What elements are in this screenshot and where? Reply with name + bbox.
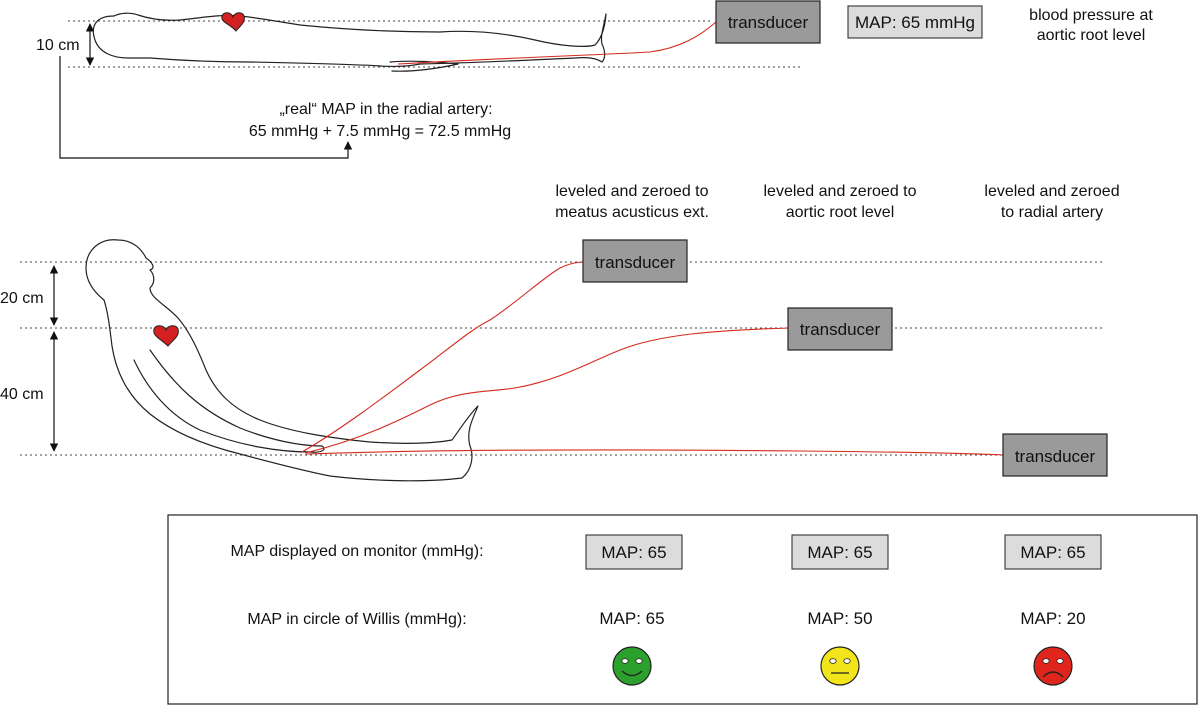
sad-face-icon bbox=[1033, 646, 1073, 686]
top-monitor-box bbox=[847, 5, 983, 39]
monitor-box-meatus bbox=[585, 534, 683, 570]
real-map-line2: 65 mmHg + 7.5 mmHg = 72.5 mmHg bbox=[249, 123, 511, 140]
monitor-box-aortic bbox=[791, 534, 889, 570]
tubing-radial bbox=[305, 449, 1004, 456]
heart-icon bbox=[153, 325, 179, 347]
real-map-bracket-arrow bbox=[59, 56, 353, 159]
sitting-patient-outline bbox=[85, 239, 479, 482]
monitor-value-meatus: MAP: 65 bbox=[601, 543, 666, 562]
top-monitor-value: MAP: 65 mmHg bbox=[855, 13, 975, 32]
column-heading-meatus-line1: leveled and zeroed to bbox=[556, 183, 709, 200]
top-height-label: 10 cm bbox=[36, 37, 80, 54]
top-scene: 10 cm transducer MAP: 65 mmHg blood pres… bbox=[36, 0, 1153, 159]
neutral-face-icon bbox=[820, 646, 860, 686]
transducer-meatus-box bbox=[582, 239, 688, 283]
top-note-line2: aortic root level bbox=[1037, 27, 1146, 44]
top-transducer-box bbox=[715, 0, 821, 44]
row-label-monitor: MAP displayed on monitor (mmHg): bbox=[230, 543, 483, 560]
column-heading-meatus-line2: meatus acusticus ext. bbox=[555, 204, 709, 221]
transducer-radial-box bbox=[1002, 433, 1108, 477]
monitor-value-aortic: MAP: 65 bbox=[807, 543, 872, 562]
willis-value-radial: MAP: 20 bbox=[1020, 609, 1085, 628]
heart-icon bbox=[221, 12, 245, 32]
results-table: MAP displayed on monitor (mmHg): MAP in … bbox=[167, 514, 1198, 705]
supine-arm bbox=[389, 60, 459, 72]
column-heading-aortic-line2: aortic root level bbox=[786, 204, 895, 221]
monitor-value-radial: MAP: 65 bbox=[1020, 543, 1085, 562]
top-transducer-label: transducer bbox=[728, 13, 809, 32]
tubing-meatus bbox=[301, 261, 585, 453]
tubing-aortic bbox=[304, 327, 791, 454]
monitor-box-radial bbox=[1004, 534, 1102, 570]
willis-value-aortic: MAP: 50 bbox=[807, 609, 872, 628]
top-note-line1: blood pressure at bbox=[1029, 7, 1153, 24]
upper-height-label: 20 cm bbox=[0, 290, 44, 307]
sitting-arm bbox=[133, 349, 325, 453]
happy-face-icon bbox=[612, 646, 652, 686]
row-label-willis: MAP in circle of Willis (mmHg): bbox=[247, 611, 466, 628]
column-heading-aortic-line1: leveled and zeroed to bbox=[764, 183, 917, 200]
column-heading-radial-line1: leveled and zeroed bbox=[984, 183, 1119, 200]
transducer-radial-label: transducer bbox=[1015, 447, 1096, 466]
top-tubing bbox=[397, 21, 717, 65]
bottom-scene: 20 cm 40 cm transducer transducer transd… bbox=[0, 183, 1120, 482]
lower-height-label: 40 cm bbox=[0, 386, 44, 403]
real-map-line1: „real“ MAP in the radial artery: bbox=[279, 101, 492, 118]
column-heading-radial-line2: to radial artery bbox=[1001, 204, 1103, 221]
transducer-aortic-label: transducer bbox=[800, 320, 881, 339]
transducer-meatus-label: transducer bbox=[595, 253, 676, 272]
willis-value-meatus: MAP: 65 bbox=[599, 609, 664, 628]
transducer-aortic-box bbox=[787, 307, 893, 351]
